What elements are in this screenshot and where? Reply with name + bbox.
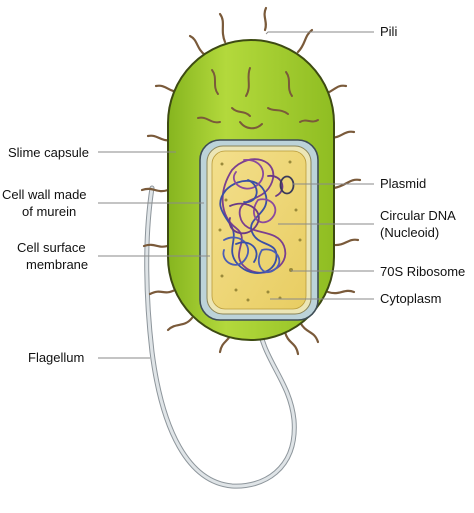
label-plasmid: Plasmid: [380, 176, 426, 191]
leader-lines: [98, 31, 374, 359]
label-circular-dna-line2: (Nucleoid): [380, 225, 439, 240]
label-ribosome: 70S Ribosome: [380, 264, 465, 279]
label-cytoplasm: Cytoplasm: [380, 291, 441, 306]
label-circular-dna-line1: Circular DNA: [380, 208, 456, 223]
label-slime-capsule: Slime capsule: [8, 145, 89, 160]
circular-dna-nucleoid: [219, 158, 287, 274]
cytoplasm: [211, 150, 307, 310]
label-flagellum: Flagellum: [28, 350, 84, 365]
plasmid: [279, 175, 295, 195]
label-cell-surface-line2: membrane: [26, 257, 88, 272]
pili: [140, 6, 362, 356]
label-cell-surface-line1: Cell surface: [17, 240, 86, 255]
label-cell-wall-line2: of murein: [22, 204, 76, 219]
label-pili: Pili: [380, 24, 397, 39]
label-cell-wall-line1: Cell wall made: [2, 187, 87, 202]
